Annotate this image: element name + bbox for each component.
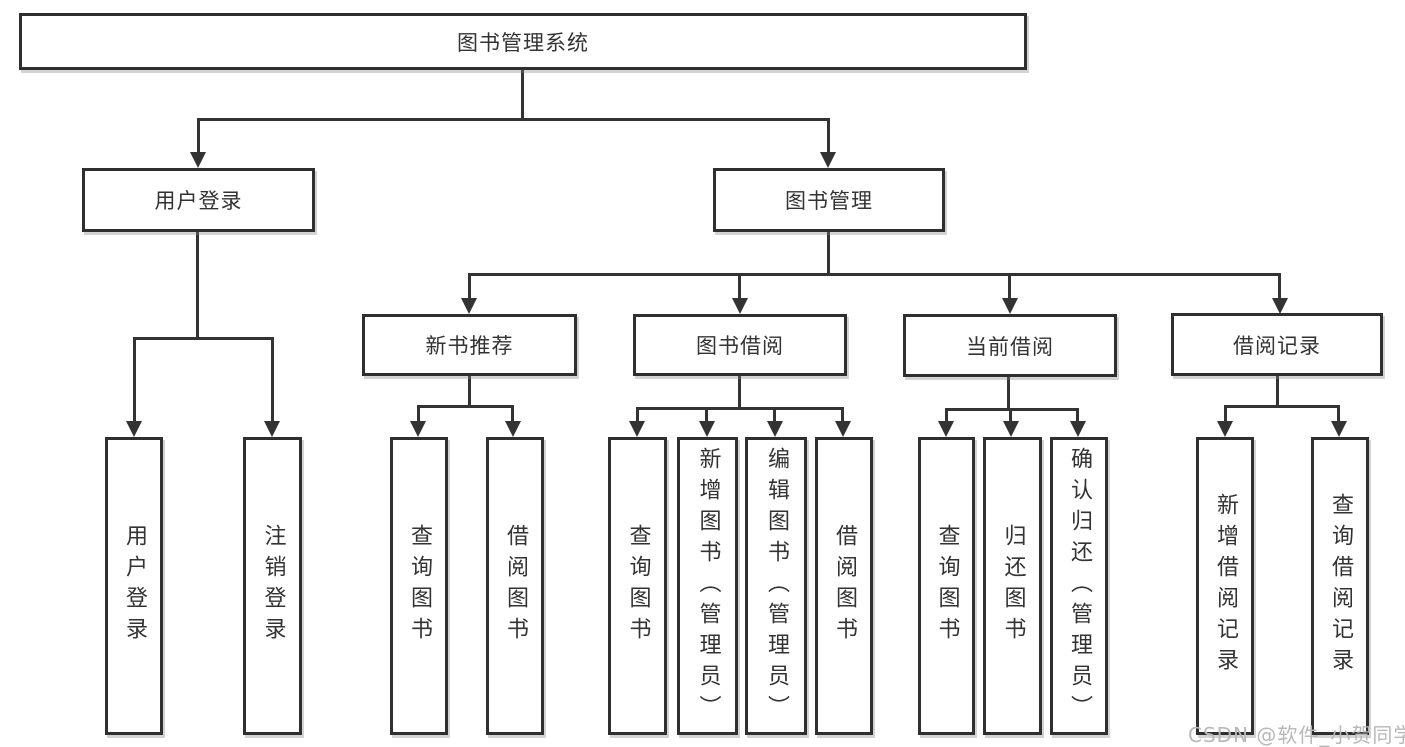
connector-user-rail bbox=[133, 337, 274, 340]
connector-drop-nbr-query bbox=[417, 407, 420, 423]
connector-drop-cb-confirm bbox=[1076, 410, 1079, 422]
arrow-down-icon bbox=[190, 152, 206, 168]
connector-br-rail bbox=[1224, 405, 1340, 408]
connector-drop-nbr-borrow bbox=[511, 407, 514, 423]
arrow-down-icon bbox=[1003, 421, 1019, 437]
arrow-down-icon bbox=[629, 421, 645, 437]
connector-nbr-stem bbox=[468, 376, 471, 405]
connector-drop-leaf-logout bbox=[271, 339, 274, 423]
connector-drop-cb-query bbox=[945, 410, 948, 422]
arrow-down-icon bbox=[1070, 421, 1086, 437]
connector-br-stem bbox=[1276, 376, 1279, 405]
connector-cb-rail bbox=[945, 408, 1079, 411]
leaf-br-query-record: 查询借阅记录 bbox=[1311, 437, 1369, 735]
leaf-logout: 注销登录 bbox=[243, 437, 302, 735]
leaf-nbr-query-book: 查询图书 bbox=[390, 437, 448, 735]
connector-level1-rail bbox=[197, 118, 830, 121]
arrow-down-icon bbox=[126, 421, 142, 437]
connector-mgmt-stem bbox=[827, 232, 830, 273]
arrow-down-icon bbox=[1002, 298, 1018, 314]
leaf-user-login: 用户登录 bbox=[105, 437, 163, 735]
connector-drop-leaf-user-login bbox=[133, 339, 136, 423]
connector-cb-stem bbox=[1007, 377, 1010, 408]
leaf-cb-confirm-return-admin: 确认归还（管理员） bbox=[1050, 437, 1108, 735]
node-root-library-system: 图书管理系统 bbox=[19, 13, 1027, 70]
arrow-down-icon bbox=[732, 298, 748, 314]
connector-root-stem bbox=[521, 70, 524, 118]
connector-drop-bb-borrow bbox=[841, 409, 844, 423]
node-book-borrow: 图书借阅 bbox=[633, 314, 847, 376]
arrow-down-icon bbox=[461, 298, 477, 314]
arrow-down-icon bbox=[1217, 421, 1233, 437]
connector-drop-user-login bbox=[197, 120, 200, 154]
leaf-bb-edit-book-admin: 编辑图书（管理员） bbox=[745, 437, 807, 735]
node-new-book-recommend: 新书推荐 bbox=[362, 314, 577, 376]
arrow-down-icon bbox=[410, 421, 426, 437]
node-borrow-record: 借阅记录 bbox=[1171, 313, 1383, 376]
connector-drop-book-borrow bbox=[738, 275, 741, 300]
connector-drop-book-mgmt bbox=[827, 120, 830, 154]
connector-bb-stem bbox=[738, 376, 741, 407]
connector-drop-bb-edit bbox=[773, 409, 776, 423]
leaf-bb-query-book: 查询图书 bbox=[608, 437, 667, 735]
connector-drop-br-add bbox=[1224, 407, 1227, 423]
node-book-management-branch: 图书管理 bbox=[713, 168, 945, 232]
arrow-down-icon bbox=[767, 421, 783, 437]
connector-drop-cb-return bbox=[1009, 410, 1012, 422]
connector-bb-rail bbox=[636, 407, 844, 410]
arrow-down-icon bbox=[835, 421, 851, 437]
leaf-nbr-borrow-book: 借阅图书 bbox=[486, 437, 544, 735]
leaf-cb-return-book: 归还图书 bbox=[983, 437, 1042, 735]
connector-drop-br-query bbox=[1337, 407, 1340, 423]
connector-nbr-rail bbox=[417, 405, 514, 408]
leaf-cb-query-book: 查询图书 bbox=[918, 437, 975, 735]
arrow-down-icon bbox=[820, 152, 836, 168]
connector-drop-new-book-rec bbox=[468, 275, 471, 300]
arrow-down-icon bbox=[1272, 298, 1288, 314]
csdn-watermark: CSDN @软件_小贺同学 bbox=[1188, 723, 1405, 747]
arrow-down-icon bbox=[264, 421, 280, 437]
connector-level3-rail bbox=[468, 273, 1281, 276]
connector-drop-current-borrow bbox=[1008, 275, 1011, 300]
arrow-down-icon bbox=[1331, 421, 1347, 437]
leaf-bb-borrow-book: 借阅图书 bbox=[815, 437, 873, 735]
connector-drop-bb-add bbox=[705, 409, 708, 423]
leaf-bb-add-book-admin: 新增图书（管理员） bbox=[677, 437, 738, 735]
arrow-down-icon bbox=[699, 421, 715, 437]
leaf-br-add-record: 新增借阅记录 bbox=[1196, 437, 1254, 735]
connector-drop-bb-query bbox=[636, 409, 639, 423]
connector-drop-borrow-record bbox=[1278, 275, 1281, 300]
connector-user-stem bbox=[196, 232, 199, 337]
node-user-login-branch: 用户登录 bbox=[82, 168, 315, 232]
node-current-borrow: 当前借阅 bbox=[903, 314, 1117, 377]
arrow-down-icon bbox=[505, 421, 521, 437]
arrow-down-icon bbox=[938, 421, 954, 437]
